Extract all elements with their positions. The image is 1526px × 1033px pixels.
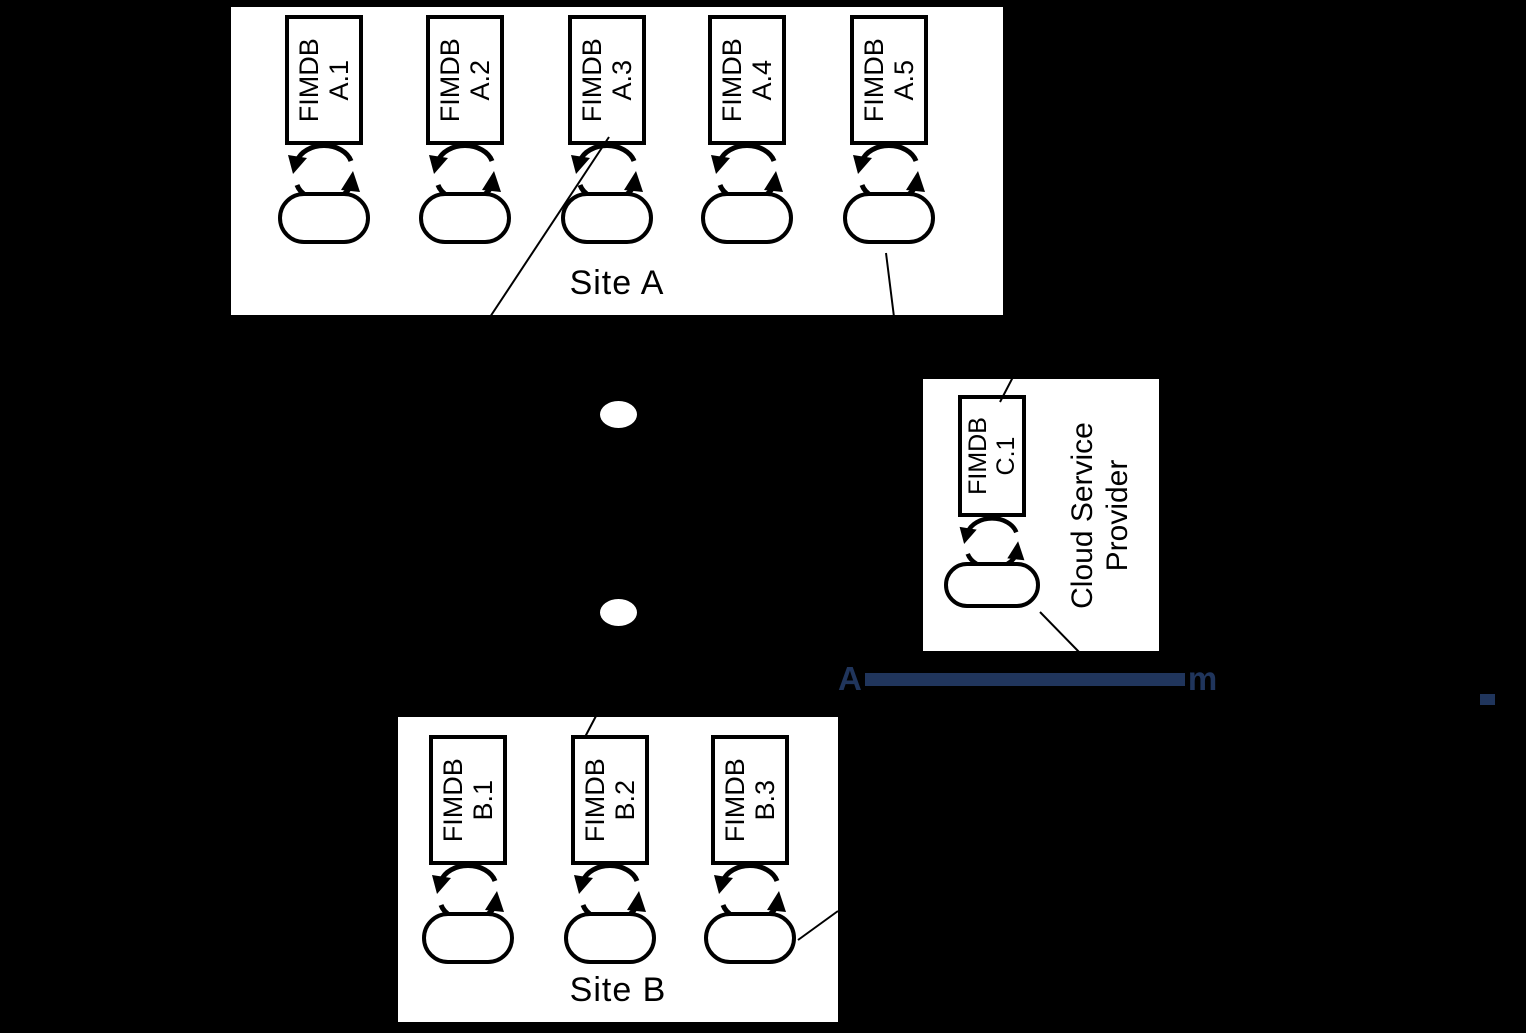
fimdb-node-b2: FIMDB B.2: [558, 735, 662, 964]
fimdb-node-box: FIMDB C.1: [958, 395, 1026, 517]
fimdb-node-a3: FIMDB A.3: [555, 15, 659, 244]
fimdb-node-label-line2: B.2: [610, 779, 640, 821]
replica-store-shape: [843, 192, 935, 244]
fimdb-node-label: FIMDB C.1: [964, 417, 1020, 495]
fimdb-node-label-line1: FIMDB: [579, 758, 610, 842]
site-a-label: Site A: [569, 264, 665, 302]
fimdb-node-b1: FIMDB B.1: [416, 735, 520, 964]
fimdb-node-label: FIMDB A.1: [294, 38, 354, 122]
replication-loop-icon: [288, 143, 360, 203]
stream-annotation-end: m: [1187, 660, 1218, 697]
fimdb-node-label: FIMDB A.4: [717, 38, 777, 122]
cloud-provider-box: FIMDB C.1 Cloud Service Provider: [920, 376, 1162, 654]
fimdb-node-label-line2: B.3: [750, 779, 780, 821]
cloud-provider-title-line1: Cloud Service: [1065, 421, 1099, 609]
replica-store-shape: [704, 912, 796, 964]
replica-store-shape: [419, 192, 511, 244]
fimdb-node-box: FIMDB A.3: [568, 15, 646, 145]
replica-store-shape: [944, 562, 1040, 608]
fimdb-node-label-line1: FIMDB: [576, 38, 607, 122]
replica-store-shape: [278, 192, 370, 244]
stream-annotation-obscured-bar: [864, 672, 1185, 686]
fimdb-node-label-line2: B.1: [468, 779, 498, 821]
ellipsis-dot: [600, 401, 637, 428]
fimdb-node-b3: FIMDB B.3: [698, 735, 802, 964]
fimdb-node-box: FIMDB A.5: [850, 15, 928, 145]
fimdb-node-label: FIMDB B.3: [720, 758, 780, 842]
stream-annotation-edge-mark: [1480, 694, 1495, 705]
fimdb-node-label-line1: FIMDB: [437, 758, 468, 842]
site-b-box: FIMDB B.1 FIMDB B.2: [395, 714, 841, 1025]
fimdb-node-box: FIMDB B.2: [571, 735, 649, 865]
fimdb-node-label-line2: C.1: [992, 436, 1020, 476]
fimdb-node-a1: FIMDB A.1: [272, 15, 376, 244]
fimdb-node-box: FIMDB B.3: [711, 735, 789, 865]
fimdb-node-label: FIMDB A.2: [435, 38, 495, 122]
ellipsis-dot: [600, 599, 637, 626]
fimdb-node-label-line2: A.4: [747, 59, 777, 101]
fimdb-node-label: FIMDB A.5: [859, 38, 919, 122]
replica-store-shape: [561, 192, 653, 244]
stream-annotation: A m: [838, 660, 1217, 698]
fimdb-node-c1: FIMDB C.1: [940, 395, 1044, 608]
fimdb-node-label: FIMDB A.3: [577, 38, 637, 122]
fimdb-node-label-line1: FIMDB: [434, 38, 465, 122]
replication-loop-icon: [959, 516, 1025, 571]
stream-annotation-start: A: [838, 660, 862, 697]
fimdb-node-label: FIMDB B.2: [580, 758, 640, 842]
fimdb-node-box: FIMDB B.1: [429, 735, 507, 865]
fimdb-node-box: FIMDB A.4: [708, 15, 786, 145]
fimdb-node-label-line2: A.2: [465, 59, 495, 101]
fimdb-node-label-line2: A.5: [889, 59, 919, 101]
cloud-provider-title-line2: Provider: [1100, 459, 1134, 571]
fimdb-node-label-line1: FIMDB: [716, 38, 747, 122]
site-b-label: Site B: [569, 971, 667, 1009]
replica-store-shape: [422, 912, 514, 964]
cloud-provider-title-wrap: Cloud Service Provider: [1040, 379, 1160, 651]
replication-loop-icon: [714, 863, 786, 923]
fimdb-node-a5: FIMDB A.5: [837, 15, 941, 244]
replica-store-shape: [564, 912, 656, 964]
fimdb-node-label-line1: FIMDB: [858, 38, 889, 122]
site-a-box: FIMDB A.1 FIMDB A.2: [228, 4, 1006, 318]
fimdb-node-label: FIMDB B.1: [438, 758, 498, 842]
fimdb-node-label-line1: FIMDB: [293, 38, 324, 122]
fimdb-node-label-line1: FIMDB: [719, 758, 750, 842]
fimdb-node-box: FIMDB A.1: [285, 15, 363, 145]
fimdb-node-label-line1: FIMDB: [964, 417, 992, 495]
fimdb-node-box: FIMDB A.2: [426, 15, 504, 145]
fimdb-node-label-line2: A.1: [324, 59, 354, 101]
fimdb-node-label-line2: A.3: [607, 59, 637, 101]
fimdb-node-a2: FIMDB A.2: [413, 15, 517, 244]
fimdb-node-a4: FIMDB A.4: [695, 15, 799, 244]
replica-store-shape: [701, 192, 793, 244]
cloud-provider-title: Cloud Service Provider: [1066, 422, 1135, 609]
